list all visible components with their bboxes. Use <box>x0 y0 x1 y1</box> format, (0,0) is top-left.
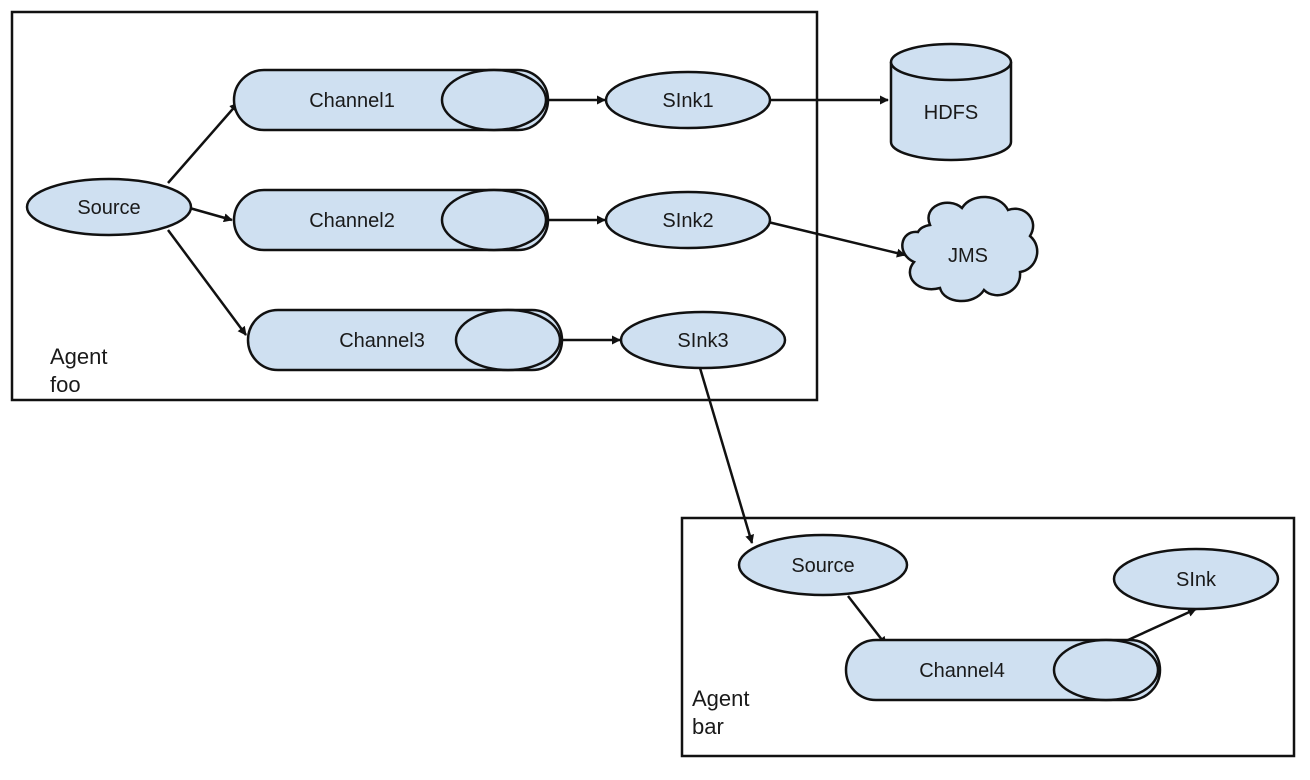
bar-source-label: Source <box>791 555 854 577</box>
agent-bar-label-line1: Agent <box>692 686 750 711</box>
channel1-node: Channel1 <box>232 68 550 132</box>
channel4-node: Channel4 <box>844 638 1162 702</box>
bar-source-node: Source <box>737 533 909 597</box>
edge-source-channel3 <box>166 229 248 336</box>
sink1-node: SInk1 <box>604 70 772 130</box>
sink2-node: SInk2 <box>604 190 772 250</box>
foo-source-node: Source <box>25 177 193 237</box>
foo-source-label: Source <box>77 197 140 219</box>
sink3-node: SInk3 <box>619 310 787 370</box>
hdfs-database-icon: HDFS <box>889 42 1013 162</box>
channel4-label: Channel4 <box>919 660 1005 682</box>
sink1-label: SInk1 <box>662 90 713 112</box>
edges <box>166 95 1197 646</box>
agent-bar-box <box>680 516 1296 758</box>
sink3-label: SInk3 <box>677 330 728 352</box>
agent-foo-label-line1: Agent <box>50 344 108 369</box>
channel3-label: Channel3 <box>339 330 425 352</box>
bar-sink-node: SInk <box>1112 547 1280 611</box>
edge-sink2-jms <box>767 220 906 258</box>
edge-bar-source-channel4 <box>847 595 887 646</box>
edge-source-channel2 <box>185 205 233 223</box>
edge-sink3-bar-source <box>698 367 755 544</box>
channel3-node: Channel3 <box>246 308 564 372</box>
bar-sink-label: SInk <box>1176 569 1217 591</box>
agent-foo-box <box>10 10 819 402</box>
channel2-node: Channel2 <box>232 188 550 252</box>
channel1-label: Channel1 <box>309 90 395 112</box>
edge-channel4-bar-sink <box>1127 607 1197 642</box>
sink2-label: SInk2 <box>662 210 713 232</box>
channel2-label: Channel2 <box>309 210 395 232</box>
jms-label: JMS <box>948 245 988 267</box>
jms-cloud-icon: JMS <box>901 195 1039 303</box>
hdfs-label: HDFS <box>924 102 978 124</box>
edge-source-channel1 <box>167 102 239 184</box>
agent-foo-label-line2: foo <box>50 372 81 397</box>
agent-bar-label-line2: bar <box>692 714 724 739</box>
